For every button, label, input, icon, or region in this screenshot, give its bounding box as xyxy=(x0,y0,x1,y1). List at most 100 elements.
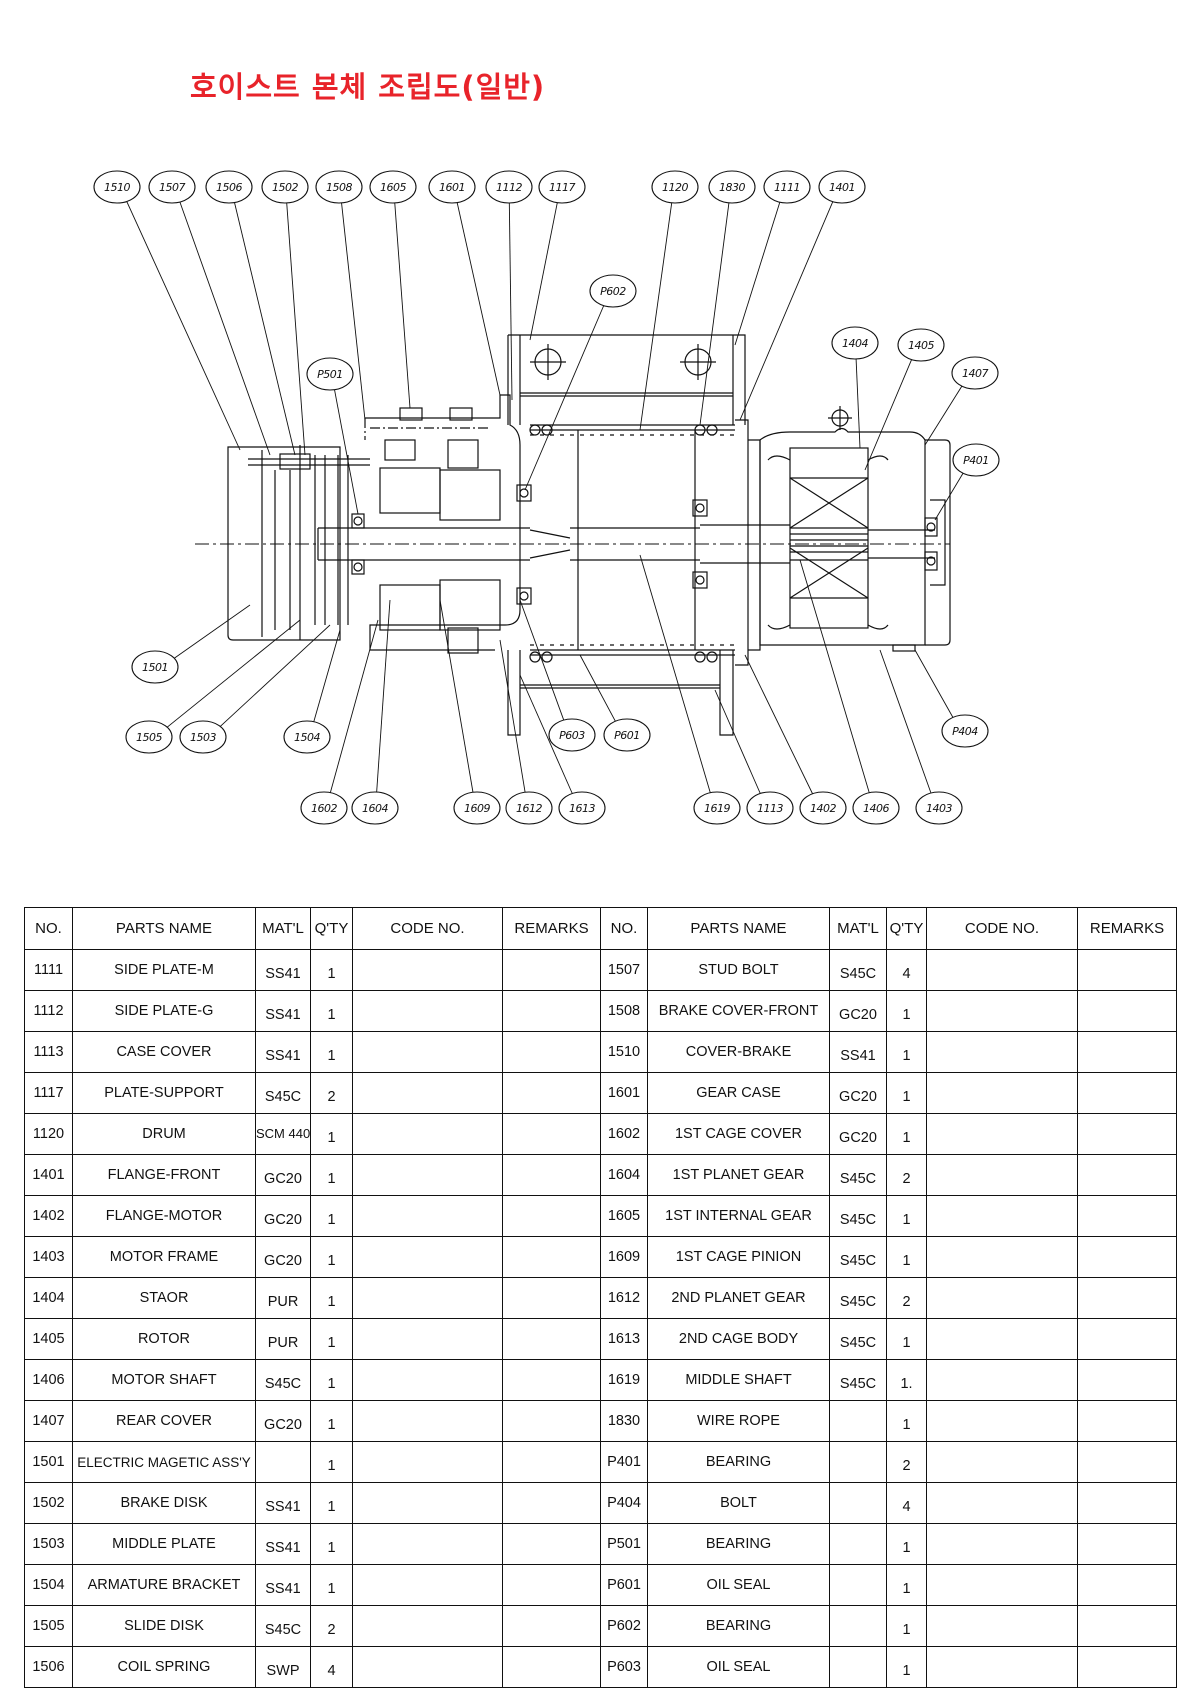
leader-line xyxy=(313,629,341,722)
left-quantity-cell: 1 xyxy=(310,1154,353,1196)
left-remarks-cell xyxy=(502,1523,601,1565)
right-quantity-cell: 1 xyxy=(886,1195,927,1237)
callout-bubble xyxy=(915,791,963,825)
callout-label: P501 xyxy=(317,368,343,381)
right-quantity-cell: 1 xyxy=(886,1400,927,1442)
right-code-no-cell xyxy=(926,1605,1078,1647)
leader-line xyxy=(126,201,241,451)
callout-1501: 1501 xyxy=(131,650,179,684)
left-part-name-cell: CASE COVER xyxy=(72,1031,256,1073)
left-code-no-cell xyxy=(352,1605,503,1647)
motor-frame xyxy=(759,427,926,646)
callout-label: 1506 xyxy=(216,181,242,194)
callout-label: 1112 xyxy=(496,181,522,194)
right-part-name-cell: 1ST CAGE PINION xyxy=(647,1236,830,1278)
leader-line xyxy=(519,674,573,794)
left-material-cell xyxy=(255,1441,311,1483)
callout-p404: P404 xyxy=(941,714,989,748)
left-material-cell: SCM 440 xyxy=(255,1113,311,1155)
callout-bubble xyxy=(746,791,794,825)
left-code-no-cell xyxy=(352,1195,503,1237)
right-quantity-cell: 1 xyxy=(886,1031,927,1073)
left-remarks-cell xyxy=(502,1031,601,1073)
callout-1601: 1601 xyxy=(428,170,476,204)
left-part-name-cell: MOTOR SHAFT xyxy=(72,1359,256,1401)
left-code-no-cell xyxy=(352,1113,503,1155)
callout-p601: P601 xyxy=(603,718,651,752)
right-remarks-cell xyxy=(1077,1400,1177,1442)
right-part-name-cell: COVER-BRAKE xyxy=(647,1031,830,1073)
leader-line xyxy=(639,202,673,431)
callout-bubble xyxy=(558,791,606,825)
left-remarks-cell xyxy=(502,1236,601,1278)
motor-flange xyxy=(735,419,761,666)
left-material-cell: SS41 xyxy=(255,949,311,991)
left-material-cell: SWP xyxy=(255,1646,311,1688)
callout-p602: P602 xyxy=(589,274,637,308)
callout-1507: 1507 xyxy=(148,170,196,204)
callout-1503: 1503 xyxy=(179,720,227,754)
left-quantity-cell: 1 xyxy=(310,1195,353,1237)
right-quantity-cell: 1 xyxy=(886,1072,927,1114)
leader-line xyxy=(529,202,558,341)
callout-bubble xyxy=(148,170,196,204)
leader-line xyxy=(864,359,913,471)
callout-label: 1120 xyxy=(662,181,688,194)
right-material-cell xyxy=(829,1441,887,1483)
brake-cover xyxy=(227,446,341,641)
right-material-cell: S45C xyxy=(829,1154,887,1196)
left-quantity-cell: 1 xyxy=(310,1482,353,1524)
callout-bubble xyxy=(261,170,309,204)
left-part-name-cell: MOTOR FRAME xyxy=(72,1236,256,1278)
callout-label: 1508 xyxy=(326,181,352,194)
leader-line xyxy=(394,202,411,409)
right-remarks-cell xyxy=(1077,1236,1177,1278)
left-material-cell: GC20 xyxy=(255,1400,311,1442)
support-plate xyxy=(507,334,746,425)
right-part-number-cell: 1508 xyxy=(600,990,648,1032)
right-remarks-cell xyxy=(1077,1441,1177,1483)
left-quantity-cell: 1 xyxy=(310,1400,353,1442)
callout-bubble xyxy=(306,357,354,391)
left-part-number-cell: 1503 xyxy=(24,1523,73,1565)
right-material-cell: S45C xyxy=(829,1318,887,1360)
left-code-no-cell xyxy=(352,990,503,1032)
left-quantity-cell: 1 xyxy=(310,1359,353,1401)
right-part-number-cell: P603 xyxy=(600,1646,648,1688)
right-code-no-cell xyxy=(926,1072,1078,1114)
left-quantity-cell: 2 xyxy=(310,1605,353,1647)
left-quantity-cell: 1 xyxy=(310,1113,353,1155)
callout-label: 1401 xyxy=(829,181,855,194)
page-title: 호이스트 본체 조립도(일반) xyxy=(190,70,546,104)
right-part-number-cell: 1602 xyxy=(600,1113,648,1155)
right-material-cell xyxy=(829,1605,887,1647)
callout-label: 1406 xyxy=(863,802,889,815)
callout-1506: 1506 xyxy=(205,170,253,204)
callout-label: P602 xyxy=(600,285,626,298)
left-part-number-cell: 1112 xyxy=(24,990,73,1032)
left-code-no-cell xyxy=(352,1564,503,1606)
left-quantity-cell: 1 xyxy=(310,1523,353,1565)
right-material-cell: S45C xyxy=(829,1236,887,1278)
left-material-cell: S45C xyxy=(255,1072,311,1114)
left-part-name-cell: SIDE PLATE-G xyxy=(72,990,256,1032)
left-part-name-cell: FLANGE-MOTOR xyxy=(72,1195,256,1237)
right-quantity-cell: 1 xyxy=(886,1318,927,1360)
left-quantity-cell: 1 xyxy=(310,949,353,991)
left-part-name-cell: SLIDE DISK xyxy=(72,1605,256,1647)
parts-list-table: NO. PARTS NAME MAT'L Q'TY CODE NO. REMAR… xyxy=(24,907,1177,1688)
left-code-no-cell xyxy=(352,949,503,991)
right-remarks-cell xyxy=(1077,1154,1177,1196)
right-part-number-cell: 1613 xyxy=(600,1318,648,1360)
left-part-number-cell: 1401 xyxy=(24,1154,73,1196)
header-code-no: CODE NO. xyxy=(352,907,503,950)
right-part-name-cell: BEARING xyxy=(647,1523,830,1565)
leader-line xyxy=(166,619,301,728)
left-code-no-cell xyxy=(352,1236,503,1278)
callout-label: 1830 xyxy=(719,181,745,194)
